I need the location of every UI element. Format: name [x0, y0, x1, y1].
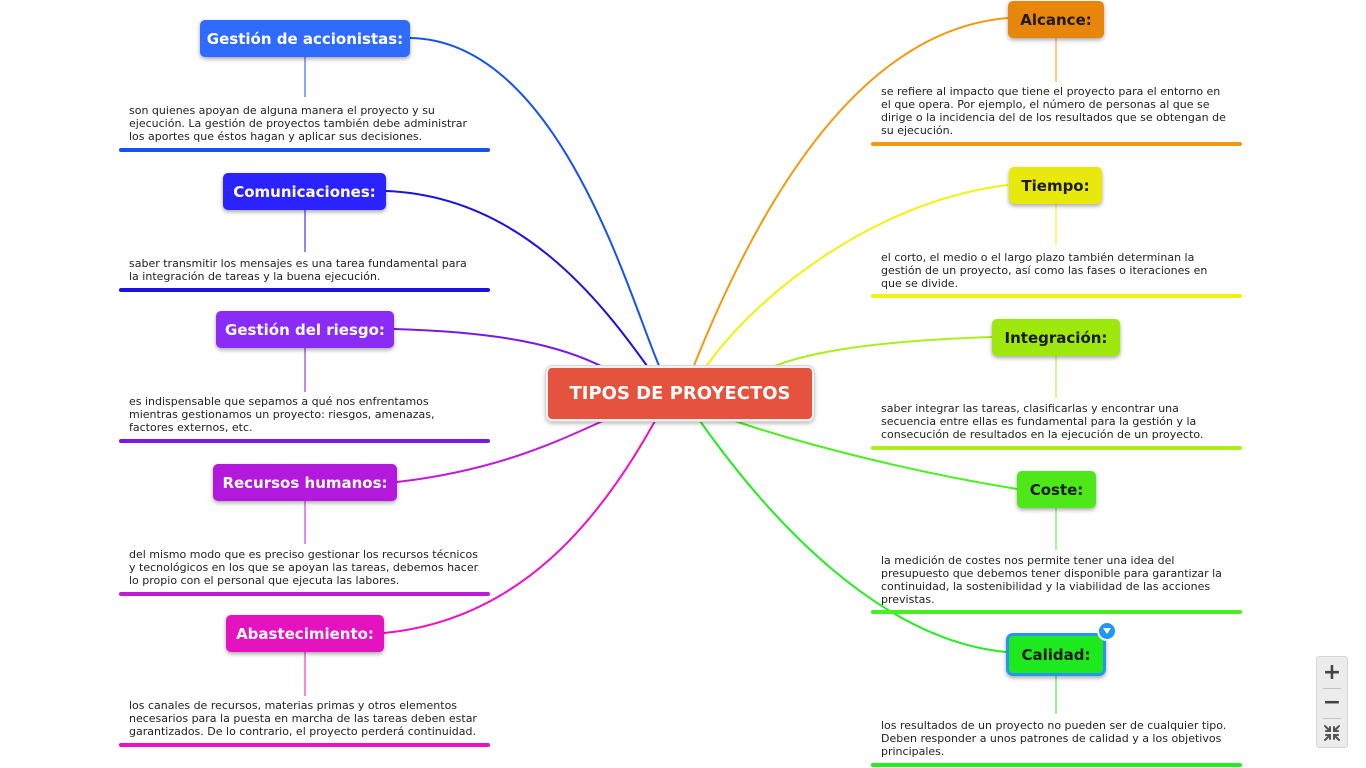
collapse-toggle[interactable]: [1097, 621, 1117, 641]
topic-label: Comunicaciones:: [233, 182, 376, 201]
link-abastecimiento: [383, 420, 656, 634]
topic-comunicaciones[interactable]: Comunicaciones:: [223, 173, 386, 210]
topic-underline: [119, 592, 490, 596]
topic-description: del mismo modo que es preciso gestionar …: [129, 548, 479, 587]
zoom-controls: + −: [1316, 656, 1348, 748]
topic-coste[interactable]: Coste:: [1017, 471, 1096, 508]
topic-gestion-riesgo[interactable]: Gestión del riesgo:: [216, 311, 394, 348]
fit-screen-button[interactable]: [1317, 719, 1347, 747]
topic-calidad[interactable]: Calidad:: [1006, 633, 1106, 676]
topic-label: Abastecimiento:: [236, 624, 374, 643]
topic-description: el corto, el medio o el largo plazo tamb…: [881, 251, 1208, 290]
topic-underline: [871, 763, 1242, 767]
topic-underline: [871, 294, 1242, 298]
topic-underline: [871, 446, 1242, 450]
link-recursos-humanos: [396, 419, 606, 483]
link-gestion-riesgo: [393, 328, 606, 369]
topic-underline: [871, 610, 1242, 614]
topic-integracion[interactable]: Integración:: [992, 319, 1120, 356]
central-topic[interactable]: TIPOS DE PROYECTOS: [546, 366, 814, 421]
topic-underline: [119, 288, 490, 292]
zoom-in-button[interactable]: +: [1317, 659, 1347, 687]
topic-description: los resultados de un proyecto no pueden …: [881, 719, 1227, 758]
topic-description: se refiere al impacto que tiene el proye…: [881, 85, 1226, 137]
topic-description: la medición de costes nos permite tener …: [881, 554, 1222, 606]
topic-description: los canales de recursos, materias primas…: [129, 699, 477, 738]
topic-label: Calidad:: [1021, 645, 1091, 664]
topic-gestion-accionistas[interactable]: Gestión de accionistas:: [200, 20, 410, 57]
topic-alcance[interactable]: Alcance:: [1008, 1, 1104, 38]
zoom-divider: [1323, 718, 1341, 719]
topic-label: Gestión de accionistas:: [206, 29, 404, 48]
topic-description: es indispensable que sepamos a qué nos e…: [129, 395, 435, 434]
topic-label: Coste:: [1029, 480, 1084, 499]
topic-description: son quienes apoyan de alguna manera el p…: [129, 104, 468, 143]
topic-label: Gestión del riesgo:: [225, 320, 385, 339]
link-calidad: [699, 420, 1007, 653]
topic-description: saber integrar las tareas, clasificarlas…: [881, 402, 1204, 441]
central-topic-label: TIPOS DE PROYECTOS: [569, 383, 791, 404]
topic-tiempo[interactable]: Tiempo:: [1009, 167, 1102, 204]
topic-label: Alcance:: [1020, 10, 1092, 29]
topic-underline: [119, 148, 490, 152]
topic-abastecimiento[interactable]: Abastecimiento:: [226, 615, 384, 652]
fit-screen-icon: [1324, 725, 1340, 741]
topic-description: saber transmitir los mensajes es una tar…: [129, 257, 467, 283]
caret-down-icon: [1103, 628, 1111, 634]
topic-underline: [871, 142, 1242, 146]
zoom-in-label: +: [1322, 660, 1342, 685]
topic-label: Recursos humanos:: [222, 473, 388, 492]
topic-underline: [119, 439, 490, 443]
topic-underline: [119, 743, 490, 747]
topic-label: Integración:: [1004, 328, 1108, 347]
topic-recursos-humanos[interactable]: Recursos humanos:: [213, 464, 397, 501]
link-integracion: [774, 336, 993, 367]
link-tiempo: [704, 184, 1009, 369]
topic-label: Tiempo:: [1021, 176, 1090, 195]
zoom-out-label: −: [1322, 690, 1342, 715]
zoom-divider: [1323, 688, 1341, 689]
link-comunicaciones: [385, 190, 651, 371]
zoom-out-button[interactable]: −: [1317, 689, 1347, 717]
link-gestion-accionistas: [409, 37, 661, 369]
link-coste: [734, 420, 1018, 490]
link-alcance: [692, 17, 1009, 369]
